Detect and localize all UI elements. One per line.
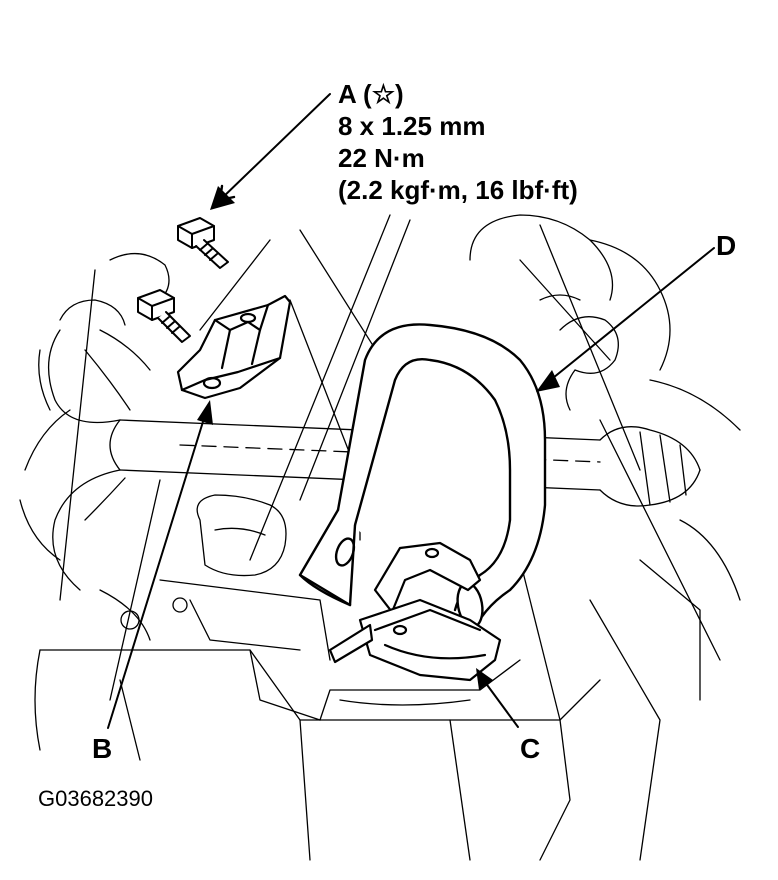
callout-b-label: B — [92, 733, 113, 764]
torque-nm-text: 22 N·m — [338, 143, 425, 173]
figure-id: G03682390 — [38, 786, 153, 811]
bolt-size-text: 8 x 1.25 mm — [338, 111, 486, 141]
callout-a-label: A (☆) — [338, 79, 404, 109]
bracket-b — [176, 294, 292, 400]
bolt-a-lower — [137, 289, 191, 343]
callout-d-label: D — [716, 230, 737, 261]
callout-a-spec: A (☆) 8 x 1.25 mm 22 N·m (2.2 kgf·m, 16 … — [338, 78, 578, 206]
leader-lines — [107, 93, 715, 729]
torque-alt-units-text: (2.2 kgf·m, 16 lbf·ft) — [338, 175, 578, 205]
clamp-c — [328, 541, 502, 682]
hose-d — [298, 323, 547, 642]
bolt-a-upper — [177, 217, 229, 269]
callout-c-label: C — [520, 733, 541, 764]
